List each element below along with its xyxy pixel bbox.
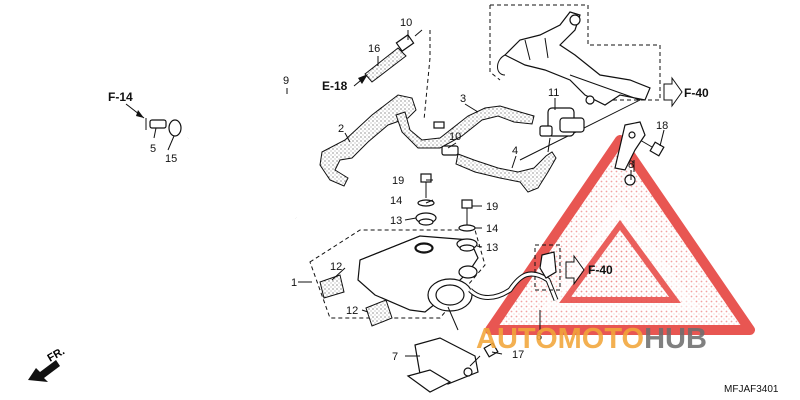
ref-arrow-f40-mid bbox=[565, 254, 585, 286]
front-label: FR. bbox=[46, 345, 67, 364]
bracket-7 bbox=[406, 337, 479, 393]
watermark-hub: HUB bbox=[644, 323, 707, 355]
bolt-17 bbox=[469, 342, 499, 367]
grommet-13-right bbox=[456, 238, 478, 252]
ref-arrow-f40-top bbox=[663, 76, 683, 108]
part-label-12-lower: 12 bbox=[346, 305, 358, 317]
grommet-13-left bbox=[415, 212, 437, 226]
watermark-auto: AUTO bbox=[476, 323, 558, 355]
part-label-1: 1 bbox=[291, 277, 297, 289]
part-label-15: 15 bbox=[165, 153, 177, 165]
clip-f40 bbox=[539, 251, 557, 279]
watermark-moto: MOTO bbox=[558, 323, 644, 355]
hose-9 bbox=[187, 91, 303, 219]
watermark-text: AUTOMOTOHUB bbox=[476, 323, 707, 355]
ref-f40-mid: F-40 bbox=[588, 263, 613, 277]
canister-1 bbox=[309, 229, 486, 331]
part-label-11: 11 bbox=[548, 87, 559, 99]
part-label-13-right: 13 bbox=[486, 242, 498, 254]
part-label-4: 4 bbox=[512, 145, 518, 157]
part-label-3: 3 bbox=[460, 93, 466, 105]
ref-arrow-e18 bbox=[353, 74, 368, 87]
part-label-10-top: 10 bbox=[400, 17, 412, 29]
part-label-7: 7 bbox=[392, 351, 398, 363]
front-arrow-icon bbox=[28, 360, 60, 382]
bolt-18 bbox=[639, 139, 665, 157]
ref-f40-top: F-40 bbox=[684, 86, 709, 100]
part-label-2: 2 bbox=[338, 123, 344, 135]
connector-10-top bbox=[395, 29, 423, 52]
bracket-assembly-upper bbox=[489, 4, 661, 161]
diagram-code: MFJAF3401 bbox=[724, 384, 779, 395]
hose-3 bbox=[395, 105, 535, 149]
part-label-6: 6 bbox=[536, 331, 542, 343]
bolt-19-left bbox=[420, 173, 432, 198]
part-label-5: 5 bbox=[150, 143, 156, 155]
hose-2 bbox=[319, 94, 417, 187]
part-label-10-mid: 10 bbox=[449, 131, 461, 143]
leader-lines bbox=[153, 30, 665, 357]
washer-14-right bbox=[458, 224, 476, 232]
collar-left bbox=[415, 243, 433, 253]
part-label-8: 8 bbox=[628, 159, 634, 171]
part-label-14-left: 14 bbox=[390, 195, 402, 207]
ref-e18: E-18 bbox=[322, 79, 348, 93]
part-label-17: 17 bbox=[512, 349, 524, 361]
hose-4 bbox=[455, 151, 557, 193]
solenoid-valve-11 bbox=[539, 100, 585, 153]
part-label-14-right: 14 bbox=[486, 223, 498, 235]
part-label-18: 18 bbox=[656, 120, 668, 132]
part-label-16: 16 bbox=[368, 43, 380, 55]
pad-12-upper bbox=[319, 274, 345, 299]
bolt-19-right bbox=[461, 199, 473, 226]
part-label-12-upper: 12 bbox=[330, 261, 342, 273]
part-label-19-right: 19 bbox=[486, 201, 498, 213]
part-label-13-left: 13 bbox=[390, 215, 402, 227]
hose-16 bbox=[364, 47, 407, 83]
dashed-box-f40-mid bbox=[534, 244, 561, 291]
part-label-9: 9 bbox=[283, 75, 289, 87]
watermark-logo bbox=[485, 135, 755, 335]
connector-10-mid bbox=[441, 145, 459, 156]
ref-f14: F-14 bbox=[108, 90, 133, 104]
fitting-5 bbox=[145, 118, 167, 130]
fitting-10-small bbox=[433, 121, 445, 129]
ref-arrow-f14 bbox=[125, 103, 145, 119]
clamp-15 bbox=[168, 119, 182, 137]
part-label-19-left: 19 bbox=[392, 175, 404, 187]
bracket-8 bbox=[614, 121, 646, 186]
pad-12-lower bbox=[365, 299, 393, 327]
